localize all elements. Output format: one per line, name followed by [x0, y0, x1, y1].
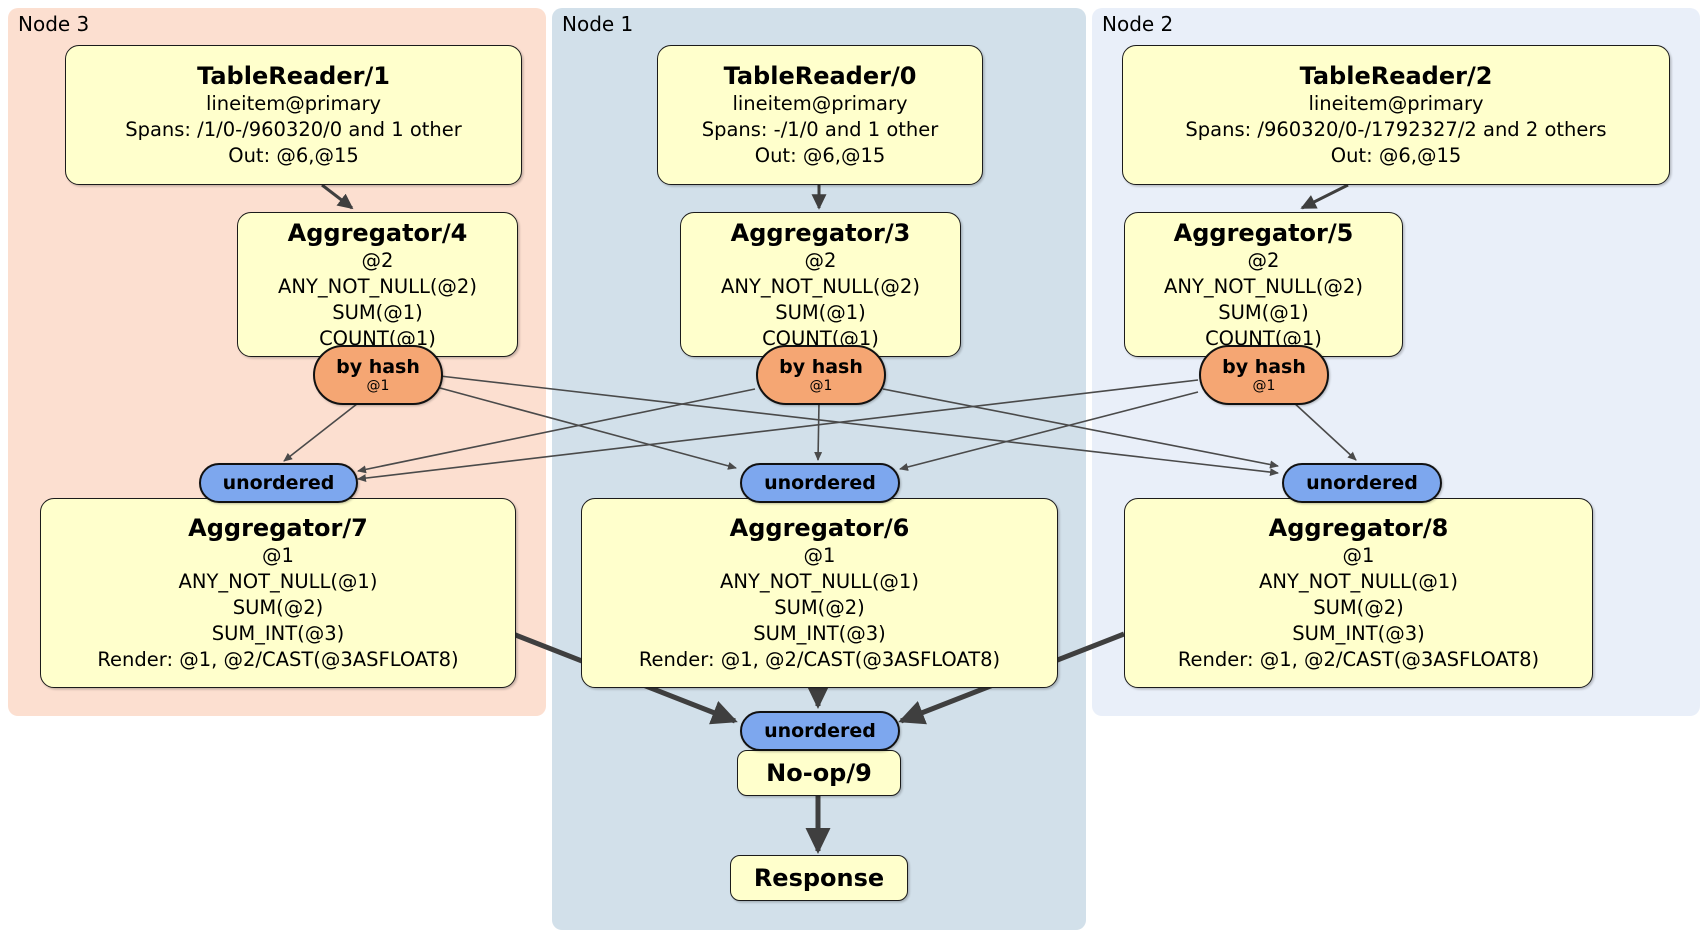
response-box: Response [730, 855, 908, 901]
router-hash-columns: @1 [1252, 378, 1276, 394]
router-hash-columns: @1 [809, 378, 833, 394]
detail-line: Out: @6,@15 [1330, 144, 1462, 167]
detail-line: SUM(@2) [774, 596, 865, 619]
node2-label: Node 2 [1102, 12, 1174, 36]
processor-aggregator-6: Aggregator/6 @1 ANY_NOT_NULL(@1) SUM(@2)… [581, 498, 1058, 688]
processor-title: Aggregator/3 [730, 218, 911, 247]
router-hash-columns: @1 [366, 378, 390, 394]
processor-tablereader-1: TableReader/1 lineitem@primary Spans: /1… [65, 45, 522, 185]
router-label: by hash [779, 356, 863, 378]
detail-line: SUM(@1) [1218, 300, 1309, 324]
detail-line: lineitem@primary [732, 92, 908, 115]
detail-line: @1 [803, 544, 836, 567]
router-byhash-node3: by hash @1 [313, 345, 443, 405]
router-label: by hash [336, 356, 420, 378]
processor-tablereader-2: TableReader/2 lineitem@primary Spans: /9… [1122, 45, 1670, 185]
stream-unordered-node1: unordered [740, 463, 900, 503]
detail-line: SUM_INT(@3) [753, 622, 886, 645]
stream-label: unordered [764, 720, 876, 742]
detail-line: Render: @1, @2/CAST(@3ASFLOAT8) [97, 648, 459, 671]
edge-byhash-node3-to-unordered-node2 [439, 375, 1279, 477]
detail-line: SUM_INT(@3) [211, 622, 345, 645]
detail-line: Render: @1, @2/CAST(@3ASFLOAT8) [1177, 648, 1540, 671]
detail-line: lineitem@primary [1308, 92, 1484, 115]
processor-title: Aggregator/6 [729, 514, 910, 542]
stream-label: unordered [1306, 472, 1418, 494]
node3-label: Node 3 [18, 12, 90, 36]
detail-line: ANY_NOT_NULL(@2) [278, 274, 477, 298]
detail-line: SUM_INT(@3) [1292, 622, 1425, 645]
detail-line: SUM(@2) [232, 596, 324, 619]
detail-line: ANY_NOT_NULL(@2) [1164, 274, 1363, 298]
detail-line: Render: @1, @2/CAST(@3ASFLOAT8) [638, 648, 1001, 671]
edge-byhash-node2-to-unordered-node2 [1291, 400, 1357, 461]
detail-line: Out: @6,@15 [228, 144, 359, 167]
processor-aggregator-3: Aggregator/3 @2 ANY_NOT_NULL(@2) SUM(@1)… [680, 212, 961, 357]
stream-label: unordered [764, 472, 876, 494]
processor-title: Aggregator/4 [287, 218, 468, 247]
detail-line: ANY_NOT_NULL(@1) [1259, 570, 1458, 593]
processor-title: TableReader/2 [1299, 62, 1493, 90]
edge-tablereader-2-to-aggregator-5 [1300, 183, 1349, 210]
detail-line: Spans: /960320/0-/1792327/2 and 2 others [1185, 118, 1607, 141]
detail-line: SUM(@1) [332, 300, 423, 324]
detail-line: ANY_NOT_NULL(@1) [720, 570, 919, 593]
detail-line: @2 [1247, 248, 1280, 272]
detail-line: @1 [1342, 544, 1375, 567]
router-label: by hash [1222, 356, 1306, 378]
edge-byhash-node2-to-unordered-node1 [899, 391, 1199, 471]
processor-aggregator-7: Aggregator/7 @1 ANY_NOT_NULL(@1) SUM(@2)… [40, 498, 516, 688]
stream-label: unordered [222, 472, 335, 494]
edge-byhash-node1-to-unordered-node3 [357, 388, 756, 474]
processor-aggregator-4: Aggregator/4 @2 ANY_NOT_NULL(@2) SUM(@1)… [237, 212, 518, 357]
edge-byhash-node1-to-unordered-node1 [814, 401, 823, 461]
detail-line: Out: @6,@15 [754, 144, 886, 167]
node1-label: Node 1 [562, 12, 634, 36]
edge-byhash-node2-to-unordered-node3 [357, 379, 1199, 483]
router-byhash-node1: by hash @1 [756, 345, 886, 405]
detail-line: Spans: -/1/0 and 1 other [701, 118, 939, 141]
edge-tablereader-1-to-aggregator-4 [321, 183, 354, 210]
processor-title: Response [753, 864, 885, 892]
detail-line: ANY_NOT_NULL(@2) [721, 274, 920, 298]
router-byhash-node2: by hash @1 [1199, 345, 1329, 405]
processor-aggregator-5: Aggregator/5 @2 ANY_NOT_NULL(@2) SUM(@1)… [1124, 212, 1403, 357]
processor-title: Aggregator/5 [1173, 218, 1354, 247]
edge-byhash-node1-to-unordered-node2 [882, 388, 1279, 469]
detail-line: @2 [804, 248, 837, 272]
processor-title: TableReader/1 [197, 62, 390, 90]
processor-aggregator-8: Aggregator/8 @1 ANY_NOT_NULL(@1) SUM(@2)… [1124, 498, 1593, 688]
detail-line: Spans: /1/0-/960320/0 and 1 other [125, 118, 462, 141]
processor-title: No-op/9 [766, 759, 872, 787]
processor-title: TableReader/0 [723, 62, 917, 90]
detail-line: ANY_NOT_NULL(@1) [178, 570, 378, 593]
edge-byhash-node3-to-unordered-node1 [439, 387, 737, 470]
detail-line: lineitem@primary [205, 92, 382, 115]
stream-unordered-node2: unordered [1282, 463, 1442, 503]
processor-title: Aggregator/7 [188, 514, 368, 542]
detail-line: SUM(@1) [775, 300, 866, 324]
stream-unordered-node3: unordered [199, 463, 358, 503]
detail-line: @2 [361, 248, 394, 272]
stream-unordered-final: unordered [740, 711, 900, 751]
detail-line: @1 [262, 544, 294, 567]
detail-line: COUNT(@1) [319, 326, 436, 350]
processor-noop-9: No-op/9 [737, 750, 901, 796]
detail-line: SUM(@2) [1313, 596, 1404, 619]
detail-line: COUNT(@1) [1205, 326, 1322, 350]
detail-line: COUNT(@1) [762, 326, 879, 350]
edge-byhash-node3-to-unordered-node3 [283, 399, 363, 462]
processor-tablereader-0: TableReader/0 lineitem@primary Spans: -/… [657, 45, 983, 185]
processor-title: Aggregator/8 [1268, 514, 1449, 542]
